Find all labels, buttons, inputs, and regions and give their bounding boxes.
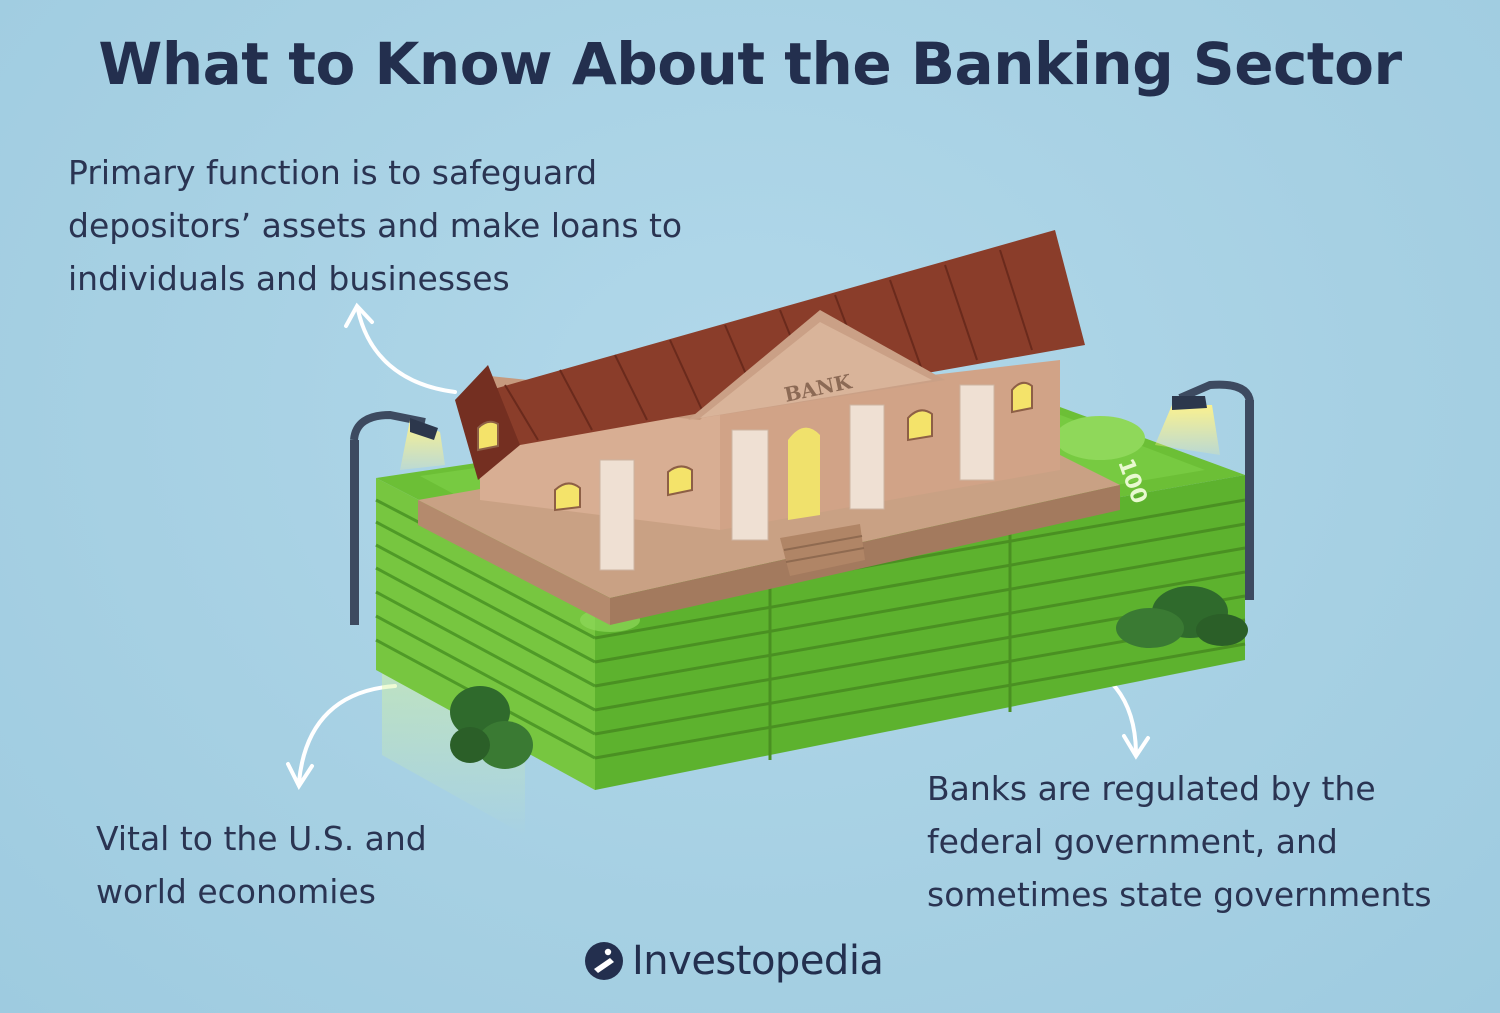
callout-regulation: Banks are regulated by the federal gover…: [927, 769, 1432, 914]
investopedia-logo-icon: [585, 942, 623, 980]
investopedia-logo: Investopedia: [584, 934, 884, 988]
callout-primary-function: Primary function is to safeguard deposit…: [68, 153, 683, 298]
page-title: What to Know About the Banking Sector: [98, 30, 1402, 98]
arrow-icon: [344, 302, 457, 394]
bush-icon: [1116, 586, 1248, 648]
street-lamp-icon: [350, 410, 445, 625]
callout-economies: Vital to the U.S. and world economies: [96, 819, 427, 911]
bank-building: BANK: [418, 230, 1120, 625]
brand-name: Investopedia: [632, 938, 884, 984]
bush-icon: [450, 686, 533, 769]
arrow-icon: [286, 684, 397, 791]
street-lamp-icon: [1155, 380, 1254, 600]
